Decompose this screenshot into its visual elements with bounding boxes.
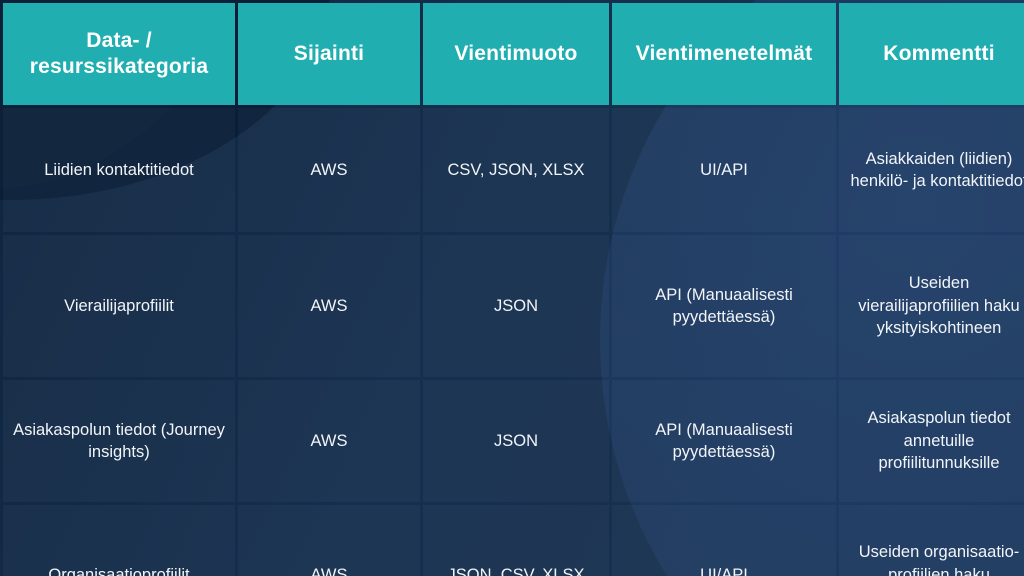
cell-value: Asiakaspolun tiedot annetuille profiilit… bbox=[867, 409, 1011, 473]
cell-value: Asiakaspolun tiedot (Journey insights) bbox=[13, 420, 225, 461]
cell-sijainti: AWS bbox=[238, 108, 420, 232]
cell-kommentti: Useiden vierailijaprofiilien haku yksity… bbox=[839, 235, 1024, 377]
cell-vientimenetelmat: API (Manuaalisesti pyydettäessä) bbox=[612, 235, 836, 377]
cell-vientimenetelmat: UI/API bbox=[612, 108, 836, 232]
cell-vientimuoto: JSON bbox=[423, 380, 609, 502]
cell-vientimenetelmat: UI/API bbox=[612, 505, 836, 576]
cell-value: API (Manuaalisesti pyydettäessä) bbox=[655, 285, 793, 326]
cell-vientimuoto: JSON, CSV, XLSX bbox=[423, 505, 609, 576]
cell-value: JSON, CSV, XLSX bbox=[447, 565, 585, 576]
table-row: Asiakaspolun tiedot (Journey insights) A… bbox=[3, 380, 1024, 502]
cell-value: Useiden organisaatio-profiilien haku kon… bbox=[858, 543, 1020, 576]
cell-kommentti: Asiakkaiden (liidien) henkilö- ja kontak… bbox=[839, 108, 1024, 232]
cell-kommentti: Useiden organisaatio-profiilien haku kon… bbox=[839, 505, 1024, 576]
cell-kategoria: Vierailijaprofiilit bbox=[3, 235, 235, 377]
column-header-vientimenetelmat: Vientimenetelmät bbox=[612, 3, 836, 105]
cell-value: API (Manuaalisesti pyydettäessä) bbox=[655, 420, 793, 461]
column-header-sijainti: Sijainti bbox=[238, 3, 420, 105]
cell-value: AWS bbox=[310, 431, 348, 450]
table-header: Data- / resurssikategoria Sijainti Vient… bbox=[3, 3, 1024, 105]
cell-sijainti: AWS bbox=[238, 235, 420, 377]
column-header-label: Data- / resurssikategoria bbox=[29, 29, 209, 78]
cell-value: Liidien kontaktitiedot bbox=[44, 160, 194, 179]
cell-value: UI/API bbox=[700, 565, 748, 576]
column-header-data-resurssikategoria: Data- / resurssikategoria bbox=[3, 3, 235, 105]
column-header-label: Vientimenetelmät bbox=[635, 42, 813, 66]
column-header-label: Sijainti bbox=[293, 42, 365, 66]
table-body: Liidien kontaktitiedot AWS CSV, JSON, XL… bbox=[3, 108, 1024, 576]
cell-value: AWS bbox=[310, 565, 348, 576]
cell-value: Useiden vierailijaprofiilien haku yksity… bbox=[858, 274, 1020, 338]
cell-kategoria: Liidien kontaktitiedot bbox=[3, 108, 235, 232]
cell-value: Vierailijaprofiilit bbox=[64, 296, 174, 315]
cell-value: CSV, JSON, XLSX bbox=[447, 160, 585, 179]
cell-kategoria: Asiakaspolun tiedot (Journey insights) bbox=[3, 380, 235, 502]
cell-kategoria: Organisaatioprofiilit bbox=[3, 505, 235, 576]
table-header-row: Data- / resurssikategoria Sijainti Vient… bbox=[3, 3, 1024, 105]
column-header-label: Kommentti bbox=[883, 42, 995, 66]
table-row: Vierailijaprofiilit AWS JSON API (Manuaa… bbox=[3, 235, 1024, 377]
cell-value: JSON bbox=[493, 296, 538, 315]
cell-vientimuoto: JSON bbox=[423, 235, 609, 377]
table-row: Liidien kontaktitiedot AWS CSV, JSON, XL… bbox=[3, 108, 1024, 232]
column-header-kommentti: Kommentti bbox=[839, 3, 1024, 105]
cell-vientimuoto: CSV, JSON, XLSX bbox=[423, 108, 609, 232]
column-header-vientimuoto: Vientimuoto bbox=[423, 3, 609, 105]
column-header-label: Vientimuoto bbox=[454, 42, 578, 66]
cell-value: AWS bbox=[310, 160, 348, 179]
cell-value: AWS bbox=[310, 296, 348, 315]
cell-vientimenetelmat: API (Manuaalisesti pyydettäessä) bbox=[612, 380, 836, 502]
cell-sijainti: AWS bbox=[238, 380, 420, 502]
cell-sijainti: AWS bbox=[238, 505, 420, 576]
cell-value: Organisaatioprofiilit bbox=[48, 565, 190, 576]
table-row: Organisaatioprofiilit AWS JSON, CSV, XLS… bbox=[3, 505, 1024, 576]
cell-value: UI/API bbox=[700, 160, 748, 179]
cell-value: Asiakkaiden (liidien) henkilö- ja kontak… bbox=[850, 149, 1024, 190]
cell-kommentti: Asiakaspolun tiedot annetuille profiilit… bbox=[839, 380, 1024, 502]
cell-value: JSON bbox=[493, 431, 538, 450]
